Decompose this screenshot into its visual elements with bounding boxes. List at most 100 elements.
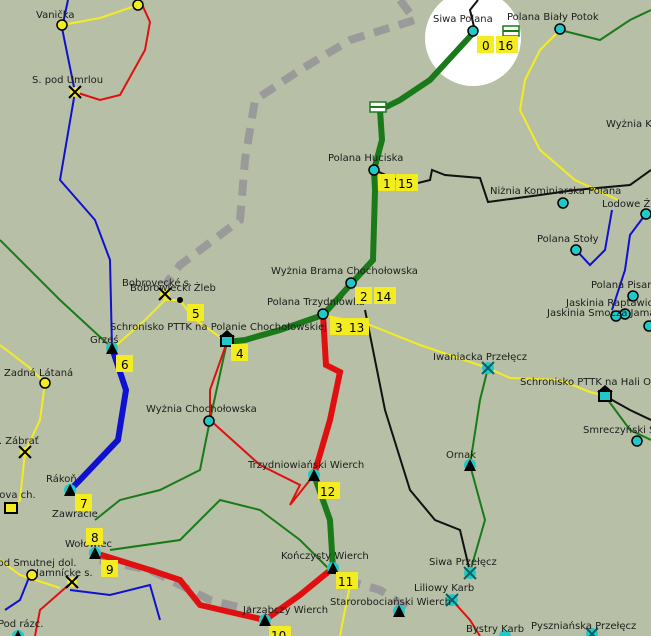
place-point-polana-trzydniowka[interactable] (317, 308, 329, 320)
green-trail-1 (0, 239, 113, 349)
place-label: Bobrowiecki Żleb (130, 281, 216, 294)
marker-badge[interactable]: 10 (269, 626, 291, 636)
marker-badge[interactable]: 3 (330, 318, 347, 335)
marker-label: 11 (338, 575, 353, 589)
place-label: Bystry Karb (466, 624, 524, 635)
peak-icon[interactable] (308, 469, 320, 481)
highlight-circle (425, 0, 521, 86)
pass-icon[interactable] (463, 566, 477, 580)
marker-badge[interactable]: 1 (378, 174, 395, 191)
hut-icon[interactable] (597, 385, 613, 402)
yellow-trail-5 (322, 314, 606, 397)
place-point-polana-stoly[interactable] (570, 244, 582, 256)
place-label: Jaskinia Smocza Jama (546, 308, 651, 319)
place-label: Schronisko PTTK na Hali Ornak (520, 377, 651, 388)
place-point-wyzna-brama[interactable] (345, 277, 357, 289)
peak-icon[interactable] (106, 342, 118, 354)
marker-label: 14 (376, 290, 391, 304)
place-point-bobrowiecki[interactable] (177, 297, 183, 303)
place-point-jaskinia-smocza[interactable] (610, 310, 622, 322)
marker-badge[interactable]: 12 (318, 482, 340, 499)
point-symbols[interactable] (4, 0, 651, 636)
peak-icon[interactable] (327, 562, 339, 574)
hut-icon[interactable] (4, 502, 18, 514)
marker-label: 5 (192, 307, 200, 321)
pass-icon[interactable] (499, 630, 511, 636)
marker-badge[interactable]: 4 (231, 344, 248, 361)
marker-badge[interactable]: 8 (86, 528, 103, 545)
peak-icon[interactable] (12, 630, 24, 636)
marker-badge[interactable]: 11 (336, 572, 358, 589)
pass-icon[interactable] (585, 627, 599, 636)
marker-label: 6 (121, 358, 129, 372)
marker-badge[interactable]: 2 (355, 287, 372, 304)
place-point-polana-bialy-potok[interactable] (554, 23, 566, 35)
peak-icon[interactable] (64, 484, 76, 496)
red-trail-2 (209, 341, 315, 506)
cross-icon[interactable] (68, 85, 82, 99)
marker-label: 0 (482, 39, 490, 53)
marker-badge[interactable]: 6 (116, 355, 133, 372)
hut-icon[interactable] (219, 330, 235, 347)
marker-badge[interactable]: 16 (496, 36, 518, 53)
place-label: Ťatlova ch. (0, 488, 36, 501)
pass-icon[interactable] (445, 593, 459, 607)
place-point-siwa-polana[interactable] (467, 25, 479, 37)
place-label: Polana Biały Potok (507, 12, 599, 23)
place-point-pod-smutnej[interactable] (26, 569, 38, 581)
place-label: Polana Huciska (328, 153, 403, 164)
green-bold-1 (226, 28, 478, 345)
place-point-polana-pisana[interactable] (627, 290, 639, 302)
peak-icon[interactable] (259, 614, 271, 626)
marker-badge[interactable]: 14 (374, 287, 396, 304)
place-label: S. pod Umrlou (32, 75, 103, 86)
pass-icon[interactable] (481, 361, 495, 375)
marker-label: 9 (106, 563, 114, 577)
cross-icon[interactable] (18, 445, 32, 459)
place-label: Schronisko PTTK na Polanie Chochołowskie… (110, 322, 327, 333)
place-point-vanicka[interactable] (56, 19, 68, 31)
place-label: Pod rázc. (0, 618, 43, 630)
marker-badge[interactable]: 13 (347, 318, 369, 335)
place-point-vanicka-2[interactable] (132, 0, 144, 11)
place-point-polana-huciska[interactable] (368, 164, 380, 176)
place-label: Kończysty Wierch (281, 550, 369, 562)
place-label: Vanička (36, 9, 75, 21)
marker-label: 3 (335, 321, 343, 335)
marker-badge[interactable]: 15 (396, 174, 418, 191)
yellow-trail-3 (0, 344, 47, 509)
marker-badge[interactable]: 5 (187, 304, 204, 321)
red-trails-bold (94, 314, 344, 624)
place-label: Z. Zábrať (0, 435, 39, 447)
place-point-nizna-kominiarska[interactable] (557, 197, 569, 209)
place-label: Lodowe Ź (602, 197, 650, 210)
marker-badge[interactable]: 0 (477, 36, 494, 53)
place-label: Jaskinia Raptawicka (565, 298, 651, 309)
place-label: Wyżnia Brama Chochołowska (271, 266, 418, 277)
peak-icon[interactable] (393, 605, 405, 617)
marker-label: 7 (80, 497, 88, 511)
place-label: Iwaniacka Przełęcz (433, 352, 527, 363)
place-label: Liliowy Karb (414, 583, 474, 594)
place-point-zadna-latana[interactable] (39, 377, 51, 389)
red-bold-2 (94, 550, 335, 624)
marker-badge[interactable]: 7 (75, 494, 92, 511)
cross-icon[interactable] (158, 287, 172, 301)
marker-badge[interactable]: 9 (101, 560, 118, 577)
red-trail-4 (34, 581, 73, 636)
blue-trail-4 (69, 583, 161, 621)
yellow-trail-1 (61, 4, 139, 26)
cross-icon[interactable] (65, 575, 79, 589)
place-point-lodowe[interactable] (640, 208, 651, 220)
peak-icon[interactable] (89, 547, 101, 559)
place-point-edge[interactable] (643, 320, 651, 332)
place-label: Grześ (90, 334, 118, 346)
number-markers[interactable]: 0 16 1 15 2 14 3 13 4 5 6 7 8 9 10 11 12 (75, 36, 518, 636)
place-point-smreczynski[interactable] (631, 435, 643, 447)
green-trail-2 (94, 341, 228, 521)
peak-icon[interactable] (464, 459, 476, 471)
place-point-wyzna-chocholowska[interactable] (203, 415, 215, 427)
green-trail-4 (559, 9, 651, 42)
place-label: Smreczyński Staw (583, 424, 651, 436)
